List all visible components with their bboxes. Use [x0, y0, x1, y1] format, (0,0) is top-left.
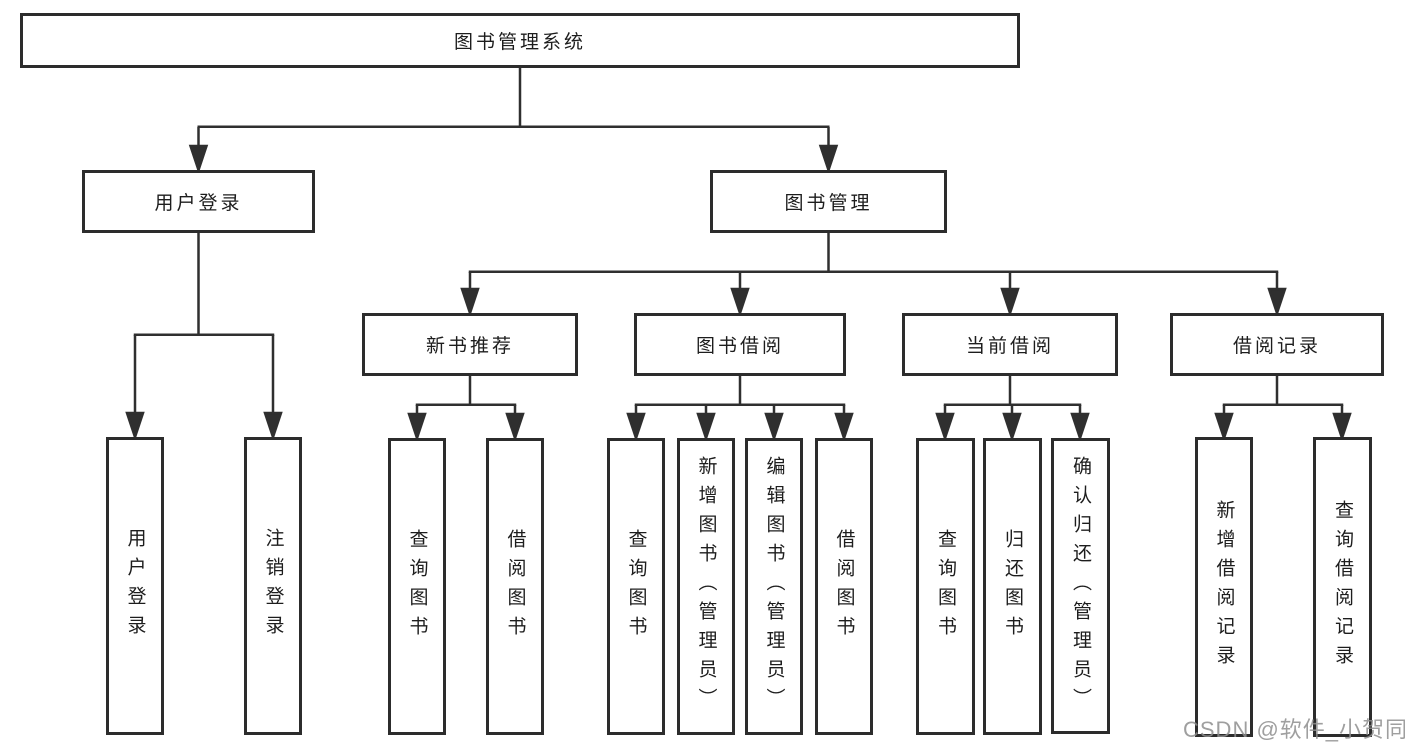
node-book-mgmt-label: 图书管理	[784, 193, 873, 214]
node-user-login: 用户登录	[82, 170, 315, 233]
connector-current-borrow-children	[935, 376, 1090, 442]
leaf-add-borrow-record: 新增借阅记录	[1195, 437, 1253, 737]
csdn-watermark: CSDN @软件_小贺同学	[1183, 717, 1405, 742]
connector-user-login-children	[125, 233, 283, 441]
leaf-user-login-label: 用户登录	[124, 528, 146, 644]
node-root-system-label: 图书管理系统	[453, 32, 586, 53]
leaf-return-book: 归还图书	[983, 438, 1042, 735]
leaf-newbooks-query-label: 查询图书	[406, 528, 428, 645]
leaf-current-query: 查询图书	[916, 438, 975, 735]
leaf-borrow-book-label: 借阅图书	[833, 528, 855, 645]
connector-book-borrow-children	[626, 376, 854, 442]
node-borrow-records: 借阅记录	[1170, 313, 1384, 376]
leaf-logout-label: 注销登录	[262, 528, 284, 644]
leaf-add-borrow-record-label: 新增借阅记录	[1213, 500, 1235, 674]
node-new-books-label: 新书推荐	[425, 336, 514, 357]
leaf-logout: 注销登录	[244, 437, 302, 735]
leaf-borrow-add-book-label: 新增图书（管理员）	[695, 456, 717, 717]
leaf-borrow-query: 查询图书	[607, 438, 665, 735]
leaf-current-query-label: 查询图书	[935, 528, 956, 645]
node-root-system: 图书管理系统	[20, 13, 1020, 68]
node-book-mgmt: 图书管理	[710, 170, 947, 233]
leaf-borrow-edit-book-label: 编辑图书（管理员）	[763, 456, 785, 717]
node-user-login-label: 用户登录	[154, 193, 243, 214]
connector-borrow-records-children	[1214, 376, 1352, 442]
leaf-newbooks-borrow: 借阅图书	[486, 438, 544, 735]
node-book-borrow: 图书借阅	[634, 313, 846, 376]
leaf-borrow-book: 借阅图书	[815, 438, 873, 735]
leaf-borrow-query-label: 查询图书	[625, 528, 647, 645]
connector-root-to-level2	[188, 68, 839, 174]
leaf-confirm-return: 确认归还（管理员）	[1051, 438, 1110, 734]
node-new-books: 新书推荐	[362, 313, 578, 376]
leaf-query-borrow-record-label: 查询借阅记录	[1332, 500, 1353, 674]
leaf-return-book-label: 归还图书	[1002, 528, 1023, 645]
connector-book-mgmt-sections	[460, 233, 1287, 317]
leaf-borrow-add-book: 新增图书（管理员）	[677, 438, 735, 735]
leaf-borrow-edit-book: 编辑图书（管理员）	[745, 438, 803, 735]
node-borrow-records-label: 借阅记录	[1232, 336, 1321, 357]
node-book-borrow-label: 图书借阅	[695, 336, 784, 357]
leaf-confirm-return-label: 确认归还（管理员）	[1070, 455, 1091, 717]
leaf-user-login: 用户登录	[106, 437, 164, 735]
node-current-borrow: 当前借阅	[902, 313, 1118, 376]
leaf-newbooks-query: 查询图书	[388, 438, 446, 735]
node-current-borrow-label: 当前借阅	[965, 336, 1054, 357]
leaf-query-borrow-record: 查询借阅记录	[1313, 437, 1372, 737]
connector-new-books-children	[407, 376, 525, 442]
leaf-newbooks-borrow-label: 借阅图书	[504, 528, 526, 645]
